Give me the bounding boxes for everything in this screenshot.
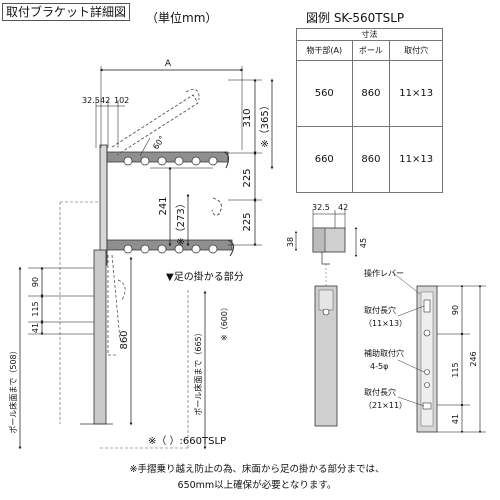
bracket-block-detail bbox=[312, 227, 346, 265]
hook-outline bbox=[211, 197, 222, 216]
angle-label: 60° bbox=[151, 134, 167, 151]
detail-dim-32-5-label: 32.5 bbox=[312, 203, 330, 212]
detail-dim-41-label: 41 bbox=[451, 414, 460, 424]
note-600-label: ※（600） bbox=[220, 303, 229, 341]
model-note: ※（ ）:660TSLP bbox=[148, 435, 226, 447]
dim-102-label: 102 bbox=[114, 96, 129, 105]
dim-310-label: 310 bbox=[242, 108, 253, 127]
footnote-line-1: ※手摺乗り越え防止の為、床面から足の掛かる部分までは、 bbox=[129, 464, 385, 475]
footnote-line-2: 650mm以上確保が必要となります。 bbox=[177, 480, 337, 491]
hole-long-label: 取付長穴 bbox=[364, 305, 396, 315]
cell-pole: 860 bbox=[351, 126, 391, 193]
dim-a-label: A bbox=[165, 59, 172, 69]
detail-dim-42-label: 42 bbox=[338, 203, 348, 212]
aux-hole-label: 補助取付穴 bbox=[364, 348, 404, 358]
cell-a: 660 bbox=[296, 126, 353, 193]
dim-115-label: 115 bbox=[31, 301, 40, 316]
table-row: 560 860 11×13 bbox=[296, 60, 443, 127]
hole-long2-label: 取付長穴 bbox=[364, 387, 396, 397]
dim-42-label: 42 bbox=[100, 96, 110, 105]
dim-90-label: 90 bbox=[31, 277, 40, 287]
detail-dim-45-label: 45 bbox=[359, 238, 368, 248]
pole-side-detail bbox=[314, 285, 338, 427]
pole-to-floor-left-label: ポール床面まで（508） bbox=[8, 346, 18, 433]
table-row: 660 860 11×13 bbox=[296, 126, 443, 193]
dimension-table: 寸法 物干部(A) ポール 取付穴 560 860 11×13 660 860 … bbox=[296, 28, 443, 193]
dim-32-5-label: 32.5 bbox=[82, 96, 100, 105]
upper-hanger-arm bbox=[106, 151, 230, 169]
dim-225-lower-label: 225 bbox=[242, 212, 253, 231]
folded-down-arm-outline bbox=[107, 254, 126, 356]
dim-365-label: ※（365） bbox=[259, 100, 271, 147]
detail-dim-115-label: 115 bbox=[451, 362, 460, 377]
cell-hole: 11×13 bbox=[389, 60, 443, 127]
detail-dim-246-label: 246 bbox=[469, 351, 478, 366]
footnote: ※手摺乗り越え防止の為、床面から足の掛かる部分までは、 650mm以上確保が必要… bbox=[92, 462, 422, 494]
cell-hole: 11×13 bbox=[389, 126, 443, 193]
dim-860-label: 860 bbox=[119, 330, 130, 349]
hole-long2-size: （21×11） bbox=[364, 401, 407, 410]
cell-pole: 860 bbox=[351, 60, 391, 127]
wall-plate bbox=[99, 144, 108, 266]
example-model-label: 図例 SK-560TSLP bbox=[306, 11, 405, 25]
dim-241-label: 241 bbox=[158, 196, 169, 215]
pole-to-floor-right-label: ポール床面まで（665） bbox=[193, 328, 203, 415]
pole bbox=[93, 249, 107, 425]
lever-label: 操作レバー bbox=[364, 268, 404, 278]
foot-hook-label: ▼足の掛かる部分 bbox=[166, 270, 244, 283]
dim-225-upper-label: 225 bbox=[242, 168, 253, 187]
aux-hole-size: 4-5φ bbox=[370, 362, 388, 371]
unit-label: （単位mm） bbox=[146, 11, 218, 25]
hole-long-size: （11×13） bbox=[364, 319, 407, 328]
pole-front-detail bbox=[416, 285, 438, 433]
detail-dim-38-label: 38 bbox=[286, 237, 295, 247]
page-title: 取付ブラケット詳細図 bbox=[2, 3, 131, 21]
dim-273-label: ※（273） bbox=[175, 198, 187, 245]
raised-arm-outline bbox=[111, 88, 200, 156]
dim-41-label: 41 bbox=[31, 323, 40, 333]
detail-dim-90-label: 90 bbox=[451, 305, 460, 315]
